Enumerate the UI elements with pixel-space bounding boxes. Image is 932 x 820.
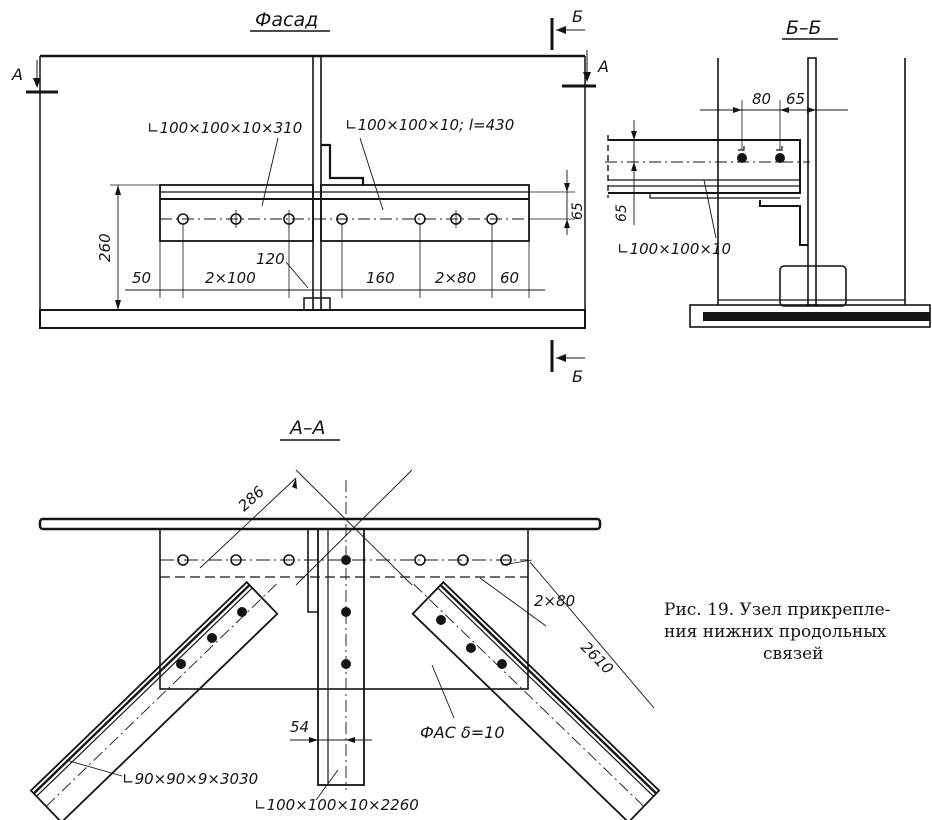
aa-bolt-hole [414, 554, 426, 566]
section-aa-view: А–А [29, 417, 661, 820]
facade-dim-2x80: 2×80 [435, 269, 476, 287]
facade-dim-50: 50 [132, 269, 151, 287]
facade-dim-120: 120 [256, 250, 285, 268]
facade-stiffener-base [303, 297, 331, 311]
bb-bolt [737, 153, 747, 163]
bb-dim-65: 65 [786, 90, 805, 108]
facade-angle-left [159, 184, 314, 242]
facade-angle-right [320, 184, 530, 242]
aa-bolt [436, 615, 446, 625]
aa-vert-leader [315, 769, 339, 801]
facade-leader-right [359, 137, 384, 211]
facade-extension-lines [110, 184, 575, 311]
figure-caption: Рис. 19. Узел прикрепле- ния нижних прод… [664, 600, 890, 664]
facade-leader-left [261, 137, 279, 207]
aa-bolt-hole [230, 554, 242, 566]
facade-dim-260: 260 [96, 233, 114, 262]
aa-dim-2x80: 2×80 [534, 592, 575, 610]
facade-title: Фасад [255, 9, 318, 31]
aa-top-flange [38, 517, 602, 531]
aa-bolt-hole [283, 554, 295, 566]
facade-angle-left-label: ∟100×100×10×310 [147, 119, 302, 137]
facade-bracket [321, 143, 365, 186]
section-label-b-bottom: Б [572, 367, 583, 386]
aa-bolt [237, 607, 247, 617]
aa-diagonal-angle-label: ∟90×90×9×3030 [122, 770, 258, 788]
section-bb-title: Б–Б [786, 17, 822, 39]
aa-bolt [341, 555, 351, 565]
caption-line-3: связей [763, 644, 823, 664]
bb-stiffener [807, 57, 817, 306]
aa-diag-leader [65, 759, 123, 777]
facade-bottom-flange [39, 309, 586, 329]
bb-leader [703, 179, 717, 239]
aa-dim-286-line [199, 477, 297, 569]
facade-angle-right-label: ∟100×100×10; l=430 [345, 116, 514, 134]
facade-dim-60: 60 [500, 269, 519, 287]
caption-line-1: Рис. 19. Узел прикрепле- [664, 600, 890, 620]
section-label-b-top: Б [572, 7, 583, 26]
bb-bolt [775, 153, 785, 163]
bb-base-flange [703, 312, 930, 321]
section-aa-title: А–А [288, 417, 326, 439]
aa-diagonal-angle-right [411, 580, 661, 820]
facade-dim-65: 65 [570, 202, 586, 220]
aa-dim-2x80-line [479, 577, 547, 627]
section-label-a-left: А [11, 65, 23, 84]
facade-dim-2x100: 2×100 [205, 269, 256, 287]
aa-dim-286: 286 [235, 482, 268, 515]
bb-angle [608, 139, 801, 194]
aa-gusset-label: ФАС δ=10 [420, 723, 505, 742]
bb-base-pad [779, 265, 847, 307]
section-bb-view: Б–Б 80 65 65 ∟100×100×10 [605, 17, 931, 328]
aa-vertical-angle-label: ∟100×100×10×2260 [254, 796, 419, 814]
bb-dim-65-vertical: 65 [614, 204, 630, 222]
aa-bolt [341, 607, 351, 617]
aa-bolt-hole [177, 554, 189, 566]
aa-dim-2610-line [529, 561, 655, 709]
aa-dim-54: 54 [290, 718, 309, 736]
aa-dim-2610: 2610 [577, 638, 617, 678]
bb-bracket [759, 200, 808, 246]
aa-bolt [497, 659, 507, 669]
aa-bolt [466, 643, 476, 653]
aa-bolt [176, 659, 186, 669]
aa-vertical-angle [317, 528, 365, 786]
facade-stiffener [312, 55, 322, 311]
aa-bolt [341, 659, 351, 669]
aa-bolt [207, 633, 217, 643]
facade-leader-120 [285, 261, 309, 289]
facade-view: Фасад [11, 7, 609, 386]
facade-dim-160: 160 [366, 269, 395, 287]
bb-angle-label: ∟100×100×10 [617, 240, 731, 258]
aa-bolt-hole [500, 554, 512, 566]
bb-dim-80: 80 [752, 90, 771, 108]
section-label-a-right: А [597, 57, 609, 76]
aa-gusset-leader [431, 664, 455, 719]
aa-bolt-hole [457, 554, 469, 566]
caption-line-2: ния нижних продольных [664, 622, 887, 642]
